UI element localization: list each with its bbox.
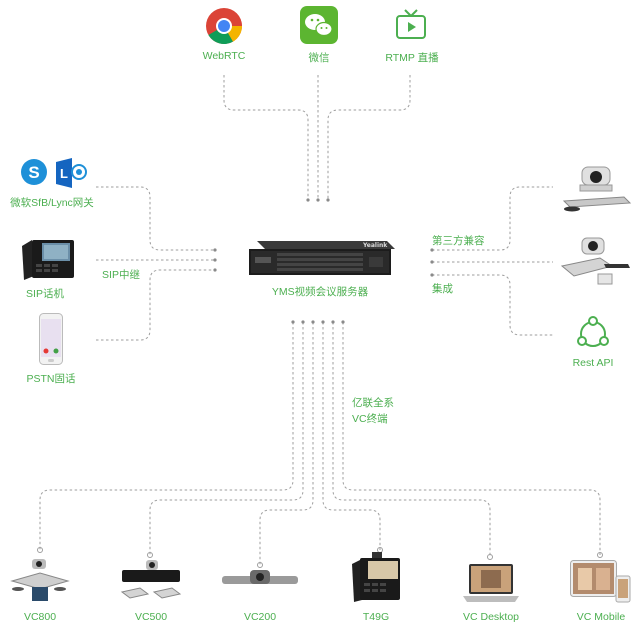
label-vc800: VC800	[23, 611, 57, 623]
vc500-icon	[120, 560, 182, 599]
conference-camera-icon	[562, 166, 632, 212]
edge-label-third-party: 第三方兼容	[432, 235, 485, 247]
label-t49g: T49G	[362, 611, 390, 623]
laptop-icon	[463, 564, 519, 602]
vc800-icon	[10, 559, 70, 601]
node-vc-mobile	[570, 560, 632, 606]
server-icon: Yealink	[249, 241, 395, 275]
bottom-label-line1: 亿联全系	[352, 397, 394, 409]
skype-lync-icon: S L	[21, 158, 87, 188]
edge-label-integration: 集成	[432, 283, 453, 295]
node-wechat	[300, 6, 338, 44]
label-vc200: VC200	[243, 611, 277, 623]
node-vc200	[220, 568, 300, 588]
tablet-icon	[570, 560, 631, 603]
conference-codec-icon	[560, 237, 630, 285]
label-pstn: PSTN固话	[26, 373, 76, 385]
center-label: YMS视频会议服务器	[271, 286, 369, 298]
svg-text:S: S	[28, 163, 39, 182]
yms-server: Yealink	[245, 235, 395, 285]
label-rest-api: Rest API	[572, 357, 614, 369]
edge-label-sip-trunk: SIP中继	[102, 269, 140, 281]
node-webrtc	[204, 6, 244, 46]
label-sfb: 微软SfB/Lync网关	[10, 197, 94, 209]
node-rest-api	[575, 314, 611, 350]
node-vc500	[118, 560, 184, 606]
svg-text:L: L	[60, 166, 68, 181]
label-vc-mobile: VC Mobile	[576, 611, 626, 623]
vc200-icon	[222, 570, 298, 584]
bottom-label-line2: VC终端	[352, 413, 388, 425]
desk-phone-icon	[22, 240, 74, 280]
chrome-icon	[206, 8, 242, 45]
svg-text:Yealink: Yealink	[362, 242, 388, 249]
label-webrtc: WebRTC	[202, 50, 246, 62]
label-rtmp: RTMP 直播	[385, 52, 439, 64]
label-wechat: 微信	[308, 52, 330, 64]
wechat-icon	[300, 6, 338, 44]
node-third-party-camera	[560, 165, 632, 213]
label-vc-desktop: VC Desktop	[462, 611, 520, 623]
node-sfb: S L	[18, 156, 90, 190]
label-sip-phone: SIP话机	[26, 288, 64, 300]
node-pstn	[39, 313, 63, 365]
label-vc500: VC500	[134, 611, 168, 623]
node-t49g	[350, 552, 402, 604]
node-vc800	[10, 555, 70, 605]
video-phone-icon	[352, 552, 400, 602]
tv-play-icon	[396, 9, 426, 39]
smartphone-icon	[39, 313, 63, 365]
api-network-icon	[577, 316, 609, 347]
node-codec-camera	[560, 236, 632, 286]
node-rtmp	[395, 8, 427, 42]
node-sip-phone	[20, 236, 76, 282]
node-vc-desktop	[463, 562, 519, 604]
